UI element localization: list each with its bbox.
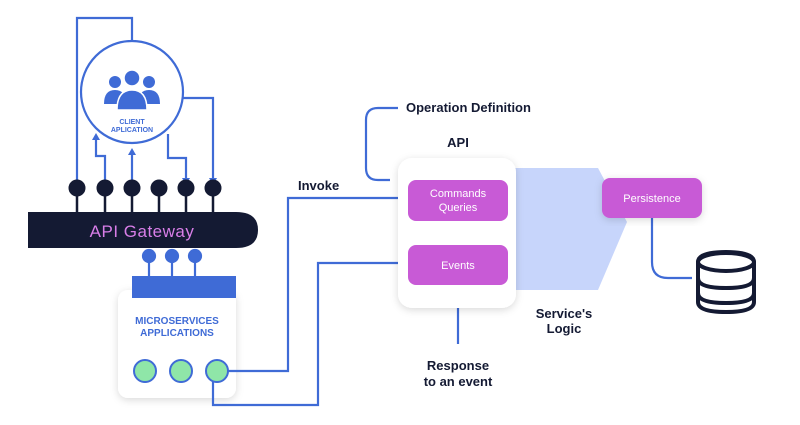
connector-dot bbox=[68, 179, 86, 197]
api-gateway-label: API Gateway bbox=[90, 222, 195, 241]
connector-dot bbox=[187, 248, 203, 264]
connector-line bbox=[94, 136, 107, 186]
events-label: Events bbox=[441, 260, 475, 272]
microservices-header-bar bbox=[132, 276, 236, 298]
service-node bbox=[205, 359, 229, 383]
events-box bbox=[408, 245, 508, 285]
connector-dot bbox=[141, 248, 157, 264]
service-logic-label-line1: Service's bbox=[536, 306, 593, 321]
client-label-line2: APLICATION bbox=[111, 127, 153, 134]
service-logic-label-line2: Logic bbox=[547, 321, 582, 336]
connector-dot bbox=[150, 179, 168, 197]
microservices-label-line1: MICROSERVICES bbox=[135, 316, 219, 327]
service-node bbox=[133, 359, 157, 383]
response-label-line1: Response bbox=[427, 358, 489, 373]
service-node bbox=[169, 359, 193, 383]
flow-lines bbox=[211, 106, 692, 407]
microservices-applications: MICROSERVICES APPLICATIONS bbox=[118, 276, 236, 398]
api-box: Commands Queries Events bbox=[398, 158, 516, 308]
operation-definition-label: Operation Definition bbox=[406, 100, 531, 115]
operation-definition-bracket bbox=[364, 106, 398, 182]
arrow-head bbox=[128, 148, 136, 155]
api-gateway: API Gateway bbox=[28, 212, 258, 248]
arrow-head bbox=[92, 133, 100, 140]
response-label-line2: to an event bbox=[424, 374, 493, 389]
connector-line bbox=[182, 96, 215, 186]
queries-label: Queries bbox=[439, 202, 478, 214]
gateway-micro-connectors bbox=[141, 248, 203, 278]
service-logic-shape bbox=[510, 168, 627, 290]
connector-dot bbox=[96, 179, 114, 197]
commands-queries-box bbox=[408, 180, 508, 221]
database-icon bbox=[696, 249, 756, 315]
client-label-line1: CLIENT bbox=[119, 119, 145, 126]
gateway-connector-dots bbox=[68, 179, 222, 212]
connector-dot bbox=[123, 179, 141, 197]
connector-line bbox=[166, 134, 188, 186]
microservices-label-line2: APPLICATIONS bbox=[140, 328, 214, 339]
invoke-line bbox=[228, 196, 408, 373]
connector-dot bbox=[204, 179, 222, 197]
invoke-label: Invoke bbox=[298, 178, 339, 193]
api-title: API bbox=[447, 135, 469, 150]
users-icon bbox=[104, 69, 160, 111]
connector-dot bbox=[164, 248, 180, 264]
persistence: Persistence bbox=[602, 178, 702, 218]
events-line bbox=[211, 261, 408, 407]
connector-line bbox=[75, 16, 134, 186]
commands-label: Commands bbox=[430, 188, 487, 200]
persistence-label: Persistence bbox=[623, 193, 680, 205]
connector-dot bbox=[177, 179, 195, 197]
client-application: CLIENT APLICATION bbox=[79, 39, 185, 145]
client-gateway-connectors bbox=[75, 16, 217, 186]
persistence-db-line bbox=[650, 218, 692, 280]
